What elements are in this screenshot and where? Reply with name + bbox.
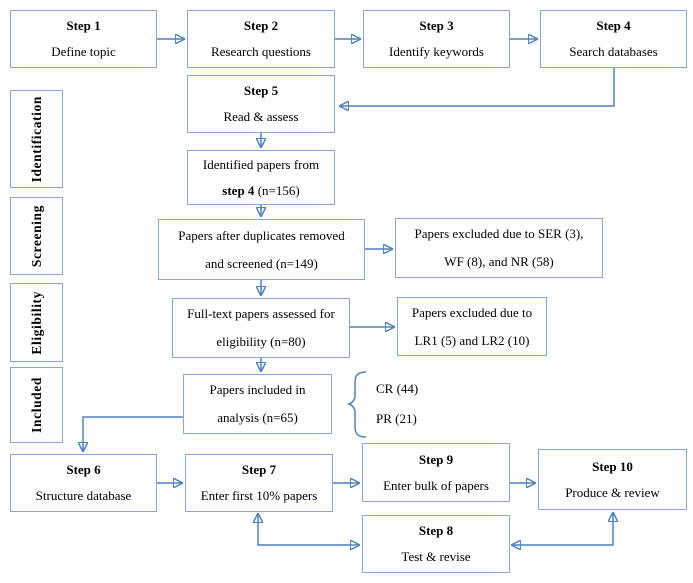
stage-screening-label: Screening — [28, 204, 44, 268]
step5-title: Step 5 — [243, 83, 279, 99]
breakdown-item-pr: PR (21) — [376, 411, 417, 426]
excluded-eligibility-box: Papers excluded due to LR1 (5) and LR2 (… — [397, 297, 547, 356]
fulltext-line2: eligibility (n=80) — [216, 334, 306, 349]
stage-eligibility-label: Eligibility — [28, 290, 44, 355]
duplicates-line2: and screened (n=149) — [205, 255, 318, 271]
fulltext-line1: Full-text papers assessed for — [187, 306, 335, 322]
arrow-step8-step10-bidirectional — [512, 513, 613, 545]
step1-subtitle: Define topic — [51, 44, 116, 59]
excluded-eligibility-line2: LR1 (5) and LR2 (10) — [414, 332, 530, 348]
step8-title: Step 8 — [418, 523, 454, 539]
excluded-screening-box: Papers excluded due to SER (3), WF (8), … — [395, 218, 603, 278]
step7-subtitle: Enter first 10% papers — [200, 488, 318, 503]
arrow-included-step6 — [83, 416, 183, 451]
stage-screening: Screening — [10, 197, 63, 275]
step10-box: Step 10 Produce & review — [538, 449, 687, 510]
arrow-step4-step5 — [340, 68, 615, 106]
step9-box: Step 9 Enter bulk of papers — [362, 443, 510, 502]
step8-subtitle: Test & revise — [401, 549, 471, 564]
step3-subtitle: Identify keywords — [389, 44, 484, 59]
step10-title: Step 10 — [592, 458, 633, 474]
step5-box: Step 5 Read & assess — [187, 75, 335, 133]
included-line1: Papers included in — [209, 382, 306, 398]
identified-papers-line2: step 4 (n=156) — [222, 182, 300, 198]
step6-title: Step 6 — [66, 462, 101, 478]
step9-title: Step 9 — [418, 451, 454, 467]
identified-papers-line1: Identified papers from — [202, 156, 320, 172]
step2-box: Step 2 Research questions — [187, 10, 335, 68]
step1-box: Step 1 Define topic — [10, 10, 157, 68]
step9-subtitle: Enter bulk of papers — [383, 477, 489, 493]
included-line2: analysis (n=65) — [217, 410, 298, 425]
brace-breakdown — [346, 371, 367, 438]
duplicates-removed-box: Papers after duplicates removed and scre… — [158, 219, 365, 280]
stage-identification-label: Identification — [28, 95, 44, 183]
step4-title: Step 4 — [596, 18, 631, 34]
excluded-eligibility-line1: Papers excluded due to — [411, 304, 533, 320]
step10-subtitle: Produce & review — [565, 484, 660, 500]
step1-title: Step 1 — [66, 18, 101, 34]
excluded-screening-line2: WF (8), and NR (58) — [444, 254, 554, 269]
breakdown-item-cr: CR (44) — [376, 381, 419, 396]
step4-box: Step 4 Search databases — [540, 10, 687, 68]
step6-box: Step 6 Structure database — [10, 454, 157, 512]
identified-papers-box: Identified papers from step 4 (n=156) — [187, 150, 335, 205]
breakdown-list: CR (44) PR (21) — [376, 381, 418, 427]
included-analysis-box: Papers included in analysis (n=65) — [183, 374, 332, 434]
step5-subtitle: Read & assess — [223, 109, 299, 124]
stage-included-label: Included — [28, 377, 44, 433]
step6-subtitle: Structure database — [35, 488, 132, 503]
fulltext-assessed-box: Full-text papers assessed for eligibilit… — [172, 298, 350, 358]
step2-title: Step 2 — [243, 18, 279, 34]
step4-subtitle: Search databases — [569, 44, 658, 59]
step7-box: Step 7 Enter first 10% papers — [185, 454, 333, 512]
step3-title: Step 3 — [419, 18, 454, 34]
arrow-step7-step8-bidirectional — [258, 514, 359, 545]
stage-eligibility: Eligibility — [10, 283, 63, 362]
step8-box: Step 8 Test & revise — [362, 515, 510, 573]
step2-subtitle: Research questions — [210, 44, 311, 59]
stage-identification: Identification — [10, 90, 63, 188]
excluded-screening-line1: Papers excluded due to SER (3), — [414, 226, 584, 242]
duplicates-line1: Papers after duplicates removed — [178, 227, 345, 243]
step7-title: Step 7 — [241, 462, 277, 478]
stage-included: Included — [10, 367, 63, 443]
step3-box: Step 3 Identify keywords — [363, 10, 510, 68]
